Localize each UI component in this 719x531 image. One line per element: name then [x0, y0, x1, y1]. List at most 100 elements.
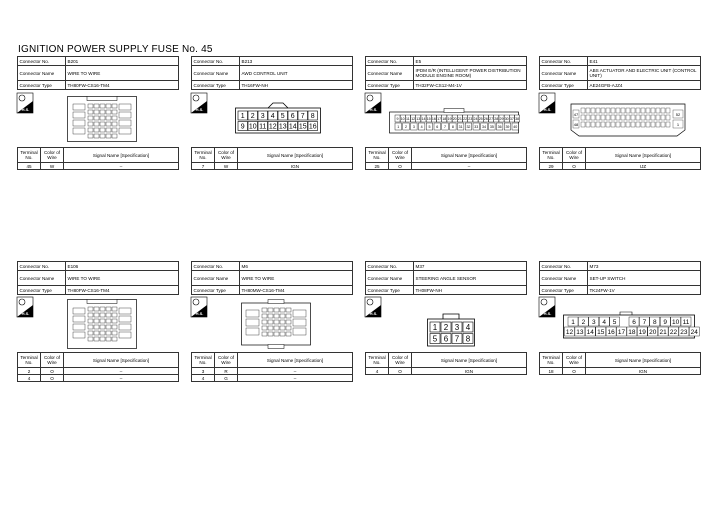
pin: 11: [259, 124, 266, 131]
pin-cell: [488, 114, 494, 123]
label: Connector No.: [365, 56, 414, 66]
signal-name-header: Signal Name [Specification]: [411, 147, 527, 163]
pin: 5: [613, 319, 617, 326]
pin: 2: [405, 125, 407, 129]
terminal-no: 45: [17, 162, 41, 170]
pin: 27: [489, 117, 493, 121]
hs-badge: H.S.: [16, 296, 34, 318]
pin: 13: [279, 124, 287, 131]
pin: 38: [515, 117, 519, 121]
label: Connector No.: [539, 261, 588, 271]
pin: 13: [416, 117, 420, 121]
terminal-no: 18: [539, 367, 563, 375]
pin: 18: [442, 117, 446, 121]
connector-no: M37: [413, 261, 527, 271]
pin: 3: [413, 125, 415, 129]
terminal-no-header: Terminal No.: [17, 147, 41, 163]
pin: 34: [482, 125, 486, 129]
pin-cell: [628, 316, 640, 327]
pin: 14: [289, 124, 297, 131]
pin: 9: [241, 124, 245, 131]
connector-name: STEERING ANGLE SENSOR: [413, 270, 527, 286]
pin: 1: [241, 113, 245, 120]
pin-cell: [567, 316, 579, 327]
color-of-wire-header: Color of Wire: [214, 352, 238, 368]
pin-cell: [637, 326, 648, 337]
wire-color: O: [562, 367, 586, 375]
connector-name: WIRE TO WIRE: [65, 270, 179, 286]
wire-color: O: [562, 162, 586, 170]
connector-type: TK24FW-1V: [587, 285, 701, 295]
pin: 2: [251, 113, 255, 120]
pin-cell: [609, 316, 620, 327]
signal-name: IJZ: [585, 162, 701, 170]
pin: 21: [659, 329, 667, 336]
label: Connector No.: [191, 261, 240, 271]
pin-cell: [472, 122, 480, 131]
label: Connector Type: [365, 80, 414, 90]
pin: 36: [498, 125, 502, 129]
color-of-wire-header: Color of Wire: [214, 147, 238, 163]
pin: 7: [455, 335, 460, 344]
connector-no: E106: [65, 261, 179, 271]
pin: 4: [602, 319, 606, 326]
label: Connector Type: [539, 285, 588, 295]
terminal-no: 2: [17, 367, 41, 375]
signal-name: –: [237, 374, 353, 382]
label: Connector Type: [17, 285, 66, 295]
wire-color: O: [40, 367, 64, 375]
connector-name: WIRE TO WIRE: [239, 270, 353, 286]
pin: 24: [474, 117, 478, 121]
signal-name: IGN: [411, 367, 527, 375]
pin: 1: [397, 125, 399, 129]
hs-label: H.S.: [544, 107, 552, 112]
hs-label: H.S.: [22, 311, 30, 316]
connector-no: M6: [239, 261, 353, 271]
terminal-no: 4: [191, 374, 215, 382]
label: Connector Type: [191, 80, 240, 90]
wire-color: W: [214, 162, 238, 170]
terminal-no: 7: [191, 162, 215, 170]
pin-cell: [514, 114, 520, 123]
pin: 20: [649, 329, 657, 336]
hs-label: H.S.: [370, 107, 378, 112]
hs-label: H.S.: [544, 311, 552, 316]
pin: 22: [463, 117, 467, 121]
pin-cell: [605, 326, 617, 337]
hs-label: H.S.: [22, 107, 30, 112]
pin: 14: [422, 117, 426, 121]
pin: 19: [639, 329, 647, 336]
pin-cell: [410, 122, 418, 131]
pin-cell: [449, 122, 457, 131]
page-title: IGNITION POWER SUPPLY FUSE No. 45: [18, 44, 213, 55]
pin: 16: [607, 329, 615, 336]
connector-name: ABS ACTUATOR AND ELECTRIC UNIT (CONTROL …: [587, 65, 701, 81]
hs-label: H.S.: [370, 311, 378, 316]
connector-no: E41: [587, 56, 701, 66]
pin-cell: [493, 114, 500, 123]
connector-face-diagram: 1 2 3 4 5 6 7 8: [427, 313, 475, 347]
pin: 10: [672, 319, 680, 326]
signal-name: –: [63, 367, 179, 375]
hs-badge: H.S.: [190, 92, 208, 114]
pin-cell: [503, 122, 511, 131]
pin: 5: [281, 113, 285, 120]
pin: 3: [592, 319, 596, 326]
pin: 23: [468, 117, 472, 121]
pin: 26: [484, 117, 488, 121]
pin-cell: [415, 114, 421, 123]
hs-badge: H.S.: [538, 296, 556, 318]
pin-cell: [578, 316, 589, 327]
connector-no: B213: [239, 56, 353, 66]
signal-name-header: Signal Name [Specification]: [237, 352, 353, 368]
